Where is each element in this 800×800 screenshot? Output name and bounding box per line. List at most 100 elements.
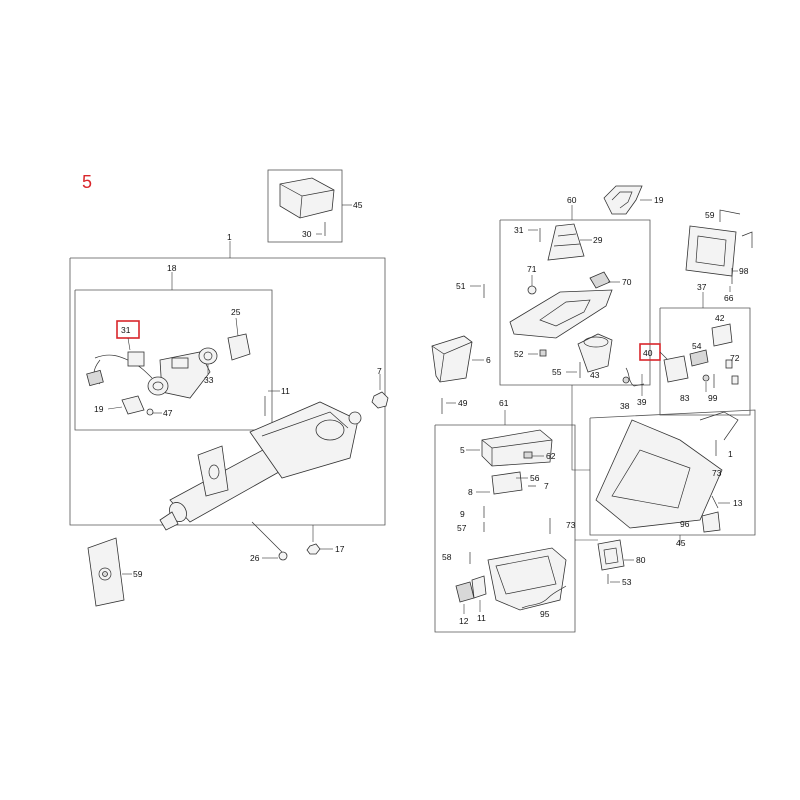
callout-37: 37 [697, 282, 707, 292]
part-33-inner [203, 351, 213, 361]
callout-7-left: 7 [377, 366, 382, 376]
part-17-nut [306, 543, 321, 555]
console-opening [611, 449, 691, 509]
lock-cylinder-core [152, 381, 164, 391]
leader-40 [659, 351, 669, 361]
callout-6: 6 [486, 355, 491, 365]
part-72-b [731, 375, 739, 385]
lid-edges [481, 439, 553, 466]
part-5-lid [481, 429, 553, 467]
page-number: 5 [82, 172, 93, 192]
part-62 [523, 451, 533, 459]
housing-bracket [171, 357, 189, 369]
callout-43: 43 [590, 370, 600, 380]
callout-45-module: 45 [353, 200, 363, 210]
part-19-left [121, 395, 145, 415]
callout-55: 55 [552, 367, 562, 377]
callout-73-right: 73 [712, 468, 722, 478]
callout-17: 17 [335, 544, 345, 554]
callout-19-left: 19 [94, 404, 104, 414]
callout-31-right: 31 [514, 225, 524, 235]
steering-column-group: 1 18 31 25 33 19 47 [69, 232, 389, 607]
frame-clips [719, 209, 753, 248]
box-37 [659, 307, 751, 416]
callout-26: 26 [250, 553, 260, 563]
part-47 [146, 408, 154, 416]
gate-slot [611, 191, 633, 209]
callout-57: 57 [457, 523, 467, 533]
boot-folds [553, 233, 581, 247]
part-26-head [278, 551, 288, 561]
part-38 [622, 376, 630, 384]
part-12 [455, 581, 475, 603]
callout-19-right: 19 [654, 195, 664, 205]
callout-5: 5 [460, 445, 465, 455]
part-25 [227, 333, 251, 361]
part-29-boot [547, 223, 585, 261]
callout-61: 61 [499, 398, 509, 408]
leader-25 [235, 317, 239, 337]
switch-part [127, 351, 145, 367]
part-43 [577, 333, 613, 373]
callout-25: 25 [231, 307, 241, 317]
part-52 [539, 349, 547, 357]
callout-96: 96 [680, 519, 690, 529]
console-front [699, 411, 739, 441]
callout-58: 58 [442, 552, 452, 562]
part-59-center [98, 567, 112, 581]
box-45-module [267, 169, 343, 243]
shifter-bezel [509, 289, 613, 339]
shaft-spline [159, 511, 179, 531]
box-1 [69, 257, 386, 526]
callout-73-center: 73 [566, 520, 576, 530]
part-71 [527, 285, 537, 295]
callout-39: 39 [637, 397, 647, 407]
part-96 [701, 511, 721, 533]
part-26-bolt [251, 521, 283, 553]
switch-panel [663, 355, 689, 383]
callout-18: 18 [167, 263, 177, 273]
callout-30: 30 [302, 229, 312, 239]
part-59-frame [685, 225, 737, 277]
housing-boss [315, 419, 345, 441]
module-edges [279, 183, 335, 219]
main-console [595, 419, 723, 529]
callout-70: 70 [622, 277, 632, 287]
column-bracket [197, 445, 229, 497]
console-group: 60 19 31 29 71 70 51 52 [431, 185, 756, 633]
callout-1-right: 1 [728, 449, 733, 459]
callout-59-left: 59 [133, 569, 143, 579]
callout-45-console: 45 [676, 538, 686, 548]
callout-42: 42 [715, 313, 725, 323]
housing-pin [348, 411, 362, 425]
part-95-wire [521, 585, 567, 609]
box-45-console [589, 409, 756, 536]
callout-49: 49 [458, 398, 468, 408]
part-72 [725, 359, 733, 369]
part-38-wire [625, 367, 645, 387]
callout-31-left: 31 [121, 325, 131, 335]
callout-83: 83 [680, 393, 690, 403]
callout-11-right: 11 [477, 613, 486, 623]
callout-71: 71 [527, 264, 537, 274]
callout-56: 56 [530, 473, 540, 483]
module-part [279, 177, 335, 219]
callout-54: 54 [692, 341, 702, 351]
callout-38: 38 [620, 401, 630, 411]
module-group: 45 30 [267, 169, 363, 243]
part-11-right [471, 575, 487, 599]
callout-1: 1 [227, 232, 232, 242]
part-19-gate [603, 185, 643, 215]
part-83 [702, 374, 710, 382]
callout-8: 8 [468, 487, 473, 497]
housing-ridge [261, 411, 349, 437]
leader-19-left [107, 406, 123, 410]
callout-33: 33 [204, 375, 214, 385]
part-6-tray [431, 335, 473, 383]
connector-part [86, 369, 104, 387]
callout-13: 13 [733, 498, 743, 508]
leader-31-left [127, 337, 131, 351]
bezel-opening [539, 299, 591, 327]
part-70 [589, 271, 611, 289]
